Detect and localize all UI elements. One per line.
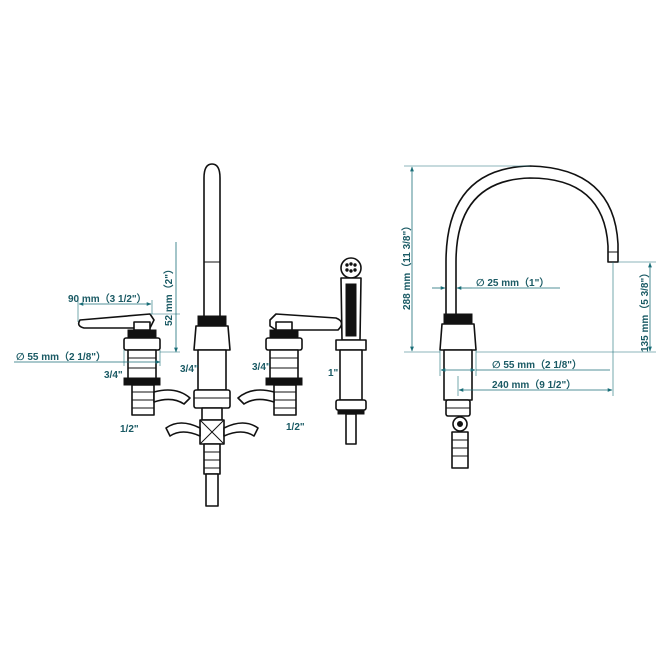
total-height-label: 288 mm（11 3/8"） — [400, 221, 413, 310]
left-outlet-label: 1/2" — [120, 424, 139, 435]
right-handle-valve — [237, 313, 343, 416]
front-view — [14, 163, 367, 507]
center-spout — [165, 163, 259, 507]
side-view — [404, 165, 656, 469]
handle-width-label: 90 mm（3 1/2"） — [68, 292, 147, 305]
spout-height-label: 135 mm（5 3/8"） — [638, 268, 651, 352]
hand-shower — [335, 257, 367, 445]
spout-diameter-label: ∅ 25 mm（1"） — [476, 276, 549, 289]
right-valve-thread-label: 3/4" — [252, 362, 271, 373]
side-spout — [439, 165, 619, 469]
right-outlet-label: 1/2" — [286, 422, 305, 433]
left-handle-valve — [77, 313, 191, 416]
side-dimensions — [404, 165, 656, 396]
center-thread-label: 3/4" — [180, 364, 199, 375]
base-diameter-label: ∅ 55 mm（2 1/8"） — [16, 350, 106, 363]
handle-height-label: 52 mm（2"） — [162, 264, 175, 326]
hand-shower-thread-label: 1" — [328, 368, 339, 379]
front-dimensions — [14, 242, 180, 366]
left-valve-thread-label: 3/4" — [104, 370, 123, 381]
side-base-diameter-label: ∅ 55 mm（2 1/8"） — [492, 358, 582, 371]
reach-label: 240 mm（9 1/2"） — [492, 378, 576, 391]
